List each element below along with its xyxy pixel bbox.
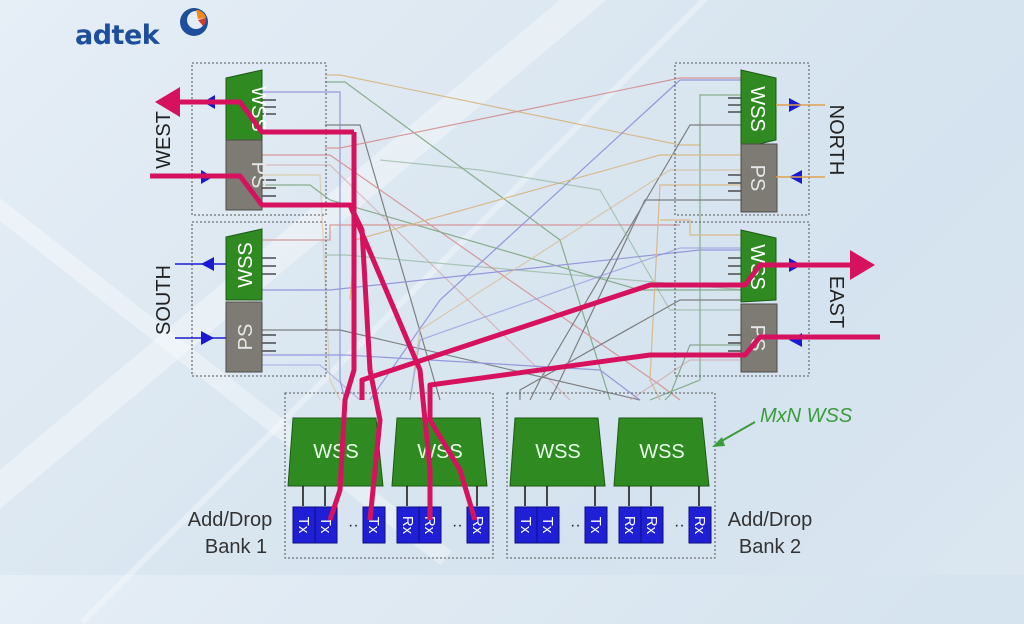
tx-label: Tx <box>517 517 534 534</box>
bank1-wss-rx: WSS <box>391 417 488 487</box>
south-port-lines <box>175 263 226 339</box>
annotation-arrow <box>717 421 756 444</box>
tx-transceiver: Tx <box>292 506 316 544</box>
fiber-line <box>262 329 641 401</box>
fiber-line <box>325 77 745 149</box>
rx-transceiver: Rx <box>396 506 420 544</box>
south-ps-label: PS <box>235 324 257 351</box>
bank1-label-line1: Add/Drop <box>188 509 273 531</box>
fiber-line <box>369 79 745 401</box>
rx-transceiver: Rx <box>418 506 442 544</box>
bank-wss-label: WSS <box>313 441 359 463</box>
south-label: SOUTH <box>153 265 175 335</box>
fiber-line <box>379 159 745 311</box>
rx-label: Rx <box>399 516 416 535</box>
light-paths <box>150 87 880 521</box>
ellipsis: ·· <box>348 517 359 534</box>
port-ticks <box>262 97 741 352</box>
fiber-line <box>325 254 746 291</box>
south-wss-module: WSS <box>225 228 263 301</box>
rx-transceiver: Rx <box>688 506 712 544</box>
bank-wss-label: WSS <box>535 441 581 463</box>
fiber-line <box>262 249 745 291</box>
bank2-wss-rx: WSS <box>613 417 710 487</box>
west-label: WEST <box>153 111 175 169</box>
north-wss-label: WSS <box>746 86 768 132</box>
fiber-line <box>325 74 700 146</box>
light-path-west-to-bank1-rx <box>327 132 357 521</box>
rx-label: Rx <box>421 516 438 535</box>
south-wss-label: WSS <box>235 242 257 288</box>
north-ps-label: PS <box>746 165 768 192</box>
tx-label: Tx <box>295 517 312 534</box>
tx-label: Tx <box>587 517 604 534</box>
fiber-line <box>549 199 745 401</box>
bank2-wss-tx: WSS <box>509 417 606 487</box>
tx-label: Tx <box>317 517 334 534</box>
logo-swoosh-icon <box>180 8 208 36</box>
fiber-line <box>325 81 611 401</box>
fiber-line <box>262 184 745 291</box>
fiber-line <box>649 94 745 401</box>
fiber-line <box>519 299 745 400</box>
fiber-line <box>262 174 341 401</box>
north-port-lines <box>776 104 825 178</box>
fiber-line <box>409 247 745 401</box>
ellipsis: ·· <box>570 517 581 534</box>
ellipsis: ·· <box>452 517 463 534</box>
light-path-east-in <box>427 334 880 521</box>
fiber-line <box>262 354 641 401</box>
fiber-line <box>262 224 680 241</box>
bank2-label-line2: Bank 2 <box>739 536 801 558</box>
annotation-arrowhead-icon <box>712 437 725 447</box>
fiber-line <box>664 344 745 401</box>
bank-wss-modules: WSS WSS WSS WSS <box>287 417 710 487</box>
mxn-wss-annotation: MxN WSS <box>760 405 853 427</box>
fiber-line <box>262 91 346 401</box>
north-ps-module: PS <box>740 143 778 213</box>
fiber-line <box>349 154 745 301</box>
light-path-west-in-b <box>347 203 383 521</box>
north-wss-module: WSS <box>740 69 777 149</box>
rx-label: Rx <box>643 516 660 535</box>
tx-transceiver: Tx <box>536 506 560 544</box>
tx-label: Tx <box>539 517 556 534</box>
tx-transceiver: Tx <box>584 506 608 544</box>
tx-transceiver: Tx <box>362 506 386 544</box>
west-degree-box <box>191 62 327 216</box>
fiber-line <box>325 124 441 401</box>
light-path-west-out <box>155 87 354 135</box>
west-ps-label: PS <box>247 162 269 189</box>
fiber-interconnects <box>262 74 746 401</box>
ellipsis: ·· <box>674 517 685 534</box>
fiber-line <box>660 219 745 236</box>
bank1-wss-tx: WSS <box>287 417 384 487</box>
bank-wss-label: WSS <box>639 441 685 463</box>
tx-transceiver: Tx <box>514 506 538 544</box>
bank2-label-line1: Add/Drop <box>728 509 813 531</box>
bank2-box <box>506 392 716 559</box>
transceivers: Tx Tx Tx ·· Rx Rx Rx ·· Tx Tx Tx ·· Rx Rx Rx ·· <box>292 486 712 544</box>
rx-transceiver: Rx <box>640 506 664 544</box>
south-ps-module: PS <box>225 301 263 373</box>
east-label: EAST <box>825 276 847 328</box>
roadm-diagram: WSS PS WSS PS WSS PS WSS PS <box>150 62 880 559</box>
rx-label: Rx <box>691 516 708 535</box>
rx-label: Rx <box>621 516 638 535</box>
rx-label: Rx <box>469 516 486 535</box>
rx-transceiver: Rx <box>618 506 642 544</box>
light-path-east-out <box>359 250 875 400</box>
north-label: NORTH <box>825 105 847 176</box>
fiber-line <box>262 164 571 401</box>
tx-label: Tx <box>365 517 382 534</box>
bank1-box <box>284 392 494 559</box>
fiber-line <box>529 124 745 401</box>
north-degree-box <box>674 62 810 216</box>
logo-text: adtek <box>75 20 160 51</box>
fiber-line <box>649 184 745 401</box>
bank1-label-line2: Bank 1 <box>205 536 267 558</box>
fiber-line <box>629 359 745 401</box>
